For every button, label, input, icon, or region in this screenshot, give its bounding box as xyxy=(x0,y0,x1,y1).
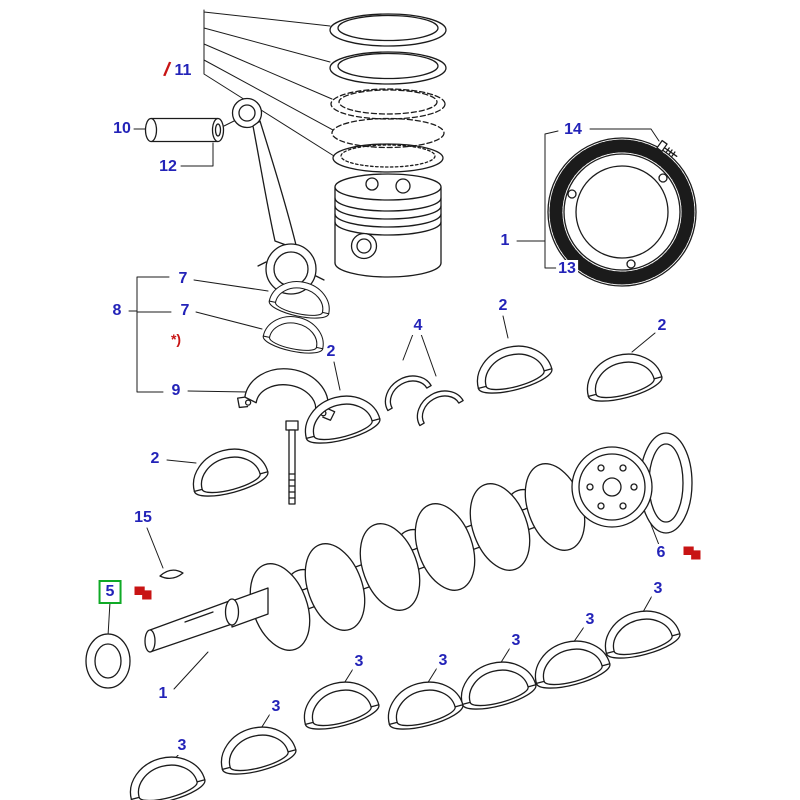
callout-3[interactable]: 3 xyxy=(651,580,665,598)
callout-15[interactable]: 15 xyxy=(132,509,154,527)
callout-8[interactable]: 8 xyxy=(110,302,124,320)
callout-10[interactable]: 10 xyxy=(111,120,133,138)
callout-2[interactable]: 2 xyxy=(148,450,162,468)
callout-3[interactable]: 3 xyxy=(269,698,283,716)
callout-1[interactable]: 1 xyxy=(498,232,512,250)
callout-3[interactable]: 3 xyxy=(509,632,523,650)
callout-4[interactable]: 4 xyxy=(411,317,425,335)
red-note-marker: *) xyxy=(170,331,182,347)
callout-3[interactable]: 3 xyxy=(583,611,597,629)
callout-2[interactable]: 2 xyxy=(655,317,669,335)
connecting-rod xyxy=(231,97,325,295)
red-slash-marker: / xyxy=(161,58,173,82)
callout-3[interactable]: 3 xyxy=(352,653,366,671)
callout-7[interactable]: 7 xyxy=(176,270,190,288)
crankshaft xyxy=(144,432,693,653)
callout-11[interactable]: 11 xyxy=(172,62,194,80)
leader-lines xyxy=(107,9,660,765)
piston-pin xyxy=(144,117,225,143)
piston xyxy=(334,173,442,278)
callout-5-highlighted[interactable]: 5 xyxy=(98,580,122,604)
callout-9[interactable]: 9 xyxy=(169,382,183,400)
callout-13[interactable]: 13 xyxy=(556,260,578,278)
callout-12[interactable]: 12 xyxy=(157,158,179,176)
ring-gear-bolt xyxy=(656,139,678,157)
red-part-marker-icon[interactable] xyxy=(683,546,701,560)
callout-6[interactable]: 6 xyxy=(654,544,668,562)
front-crank-seal xyxy=(85,633,131,689)
red-part-marker-icon[interactable] xyxy=(134,586,152,600)
woodruff-key xyxy=(159,569,184,580)
callout-2[interactable]: 2 xyxy=(324,343,338,361)
rod-bolt xyxy=(285,420,299,505)
rod-bearing-cap xyxy=(236,368,336,421)
callout-3[interactable]: 3 xyxy=(175,737,189,755)
callout-7[interactable]: 7 xyxy=(178,302,192,320)
callout-2[interactable]: 2 xyxy=(496,297,510,315)
callout-14[interactable]: 14 xyxy=(562,121,584,139)
crankshaft-nose xyxy=(144,587,269,653)
callout-1[interactable]: 1 xyxy=(156,685,170,703)
flywheel-ring-gear xyxy=(547,137,697,287)
piston-rings xyxy=(329,13,447,173)
callout-3[interactable]: 3 xyxy=(436,652,450,670)
